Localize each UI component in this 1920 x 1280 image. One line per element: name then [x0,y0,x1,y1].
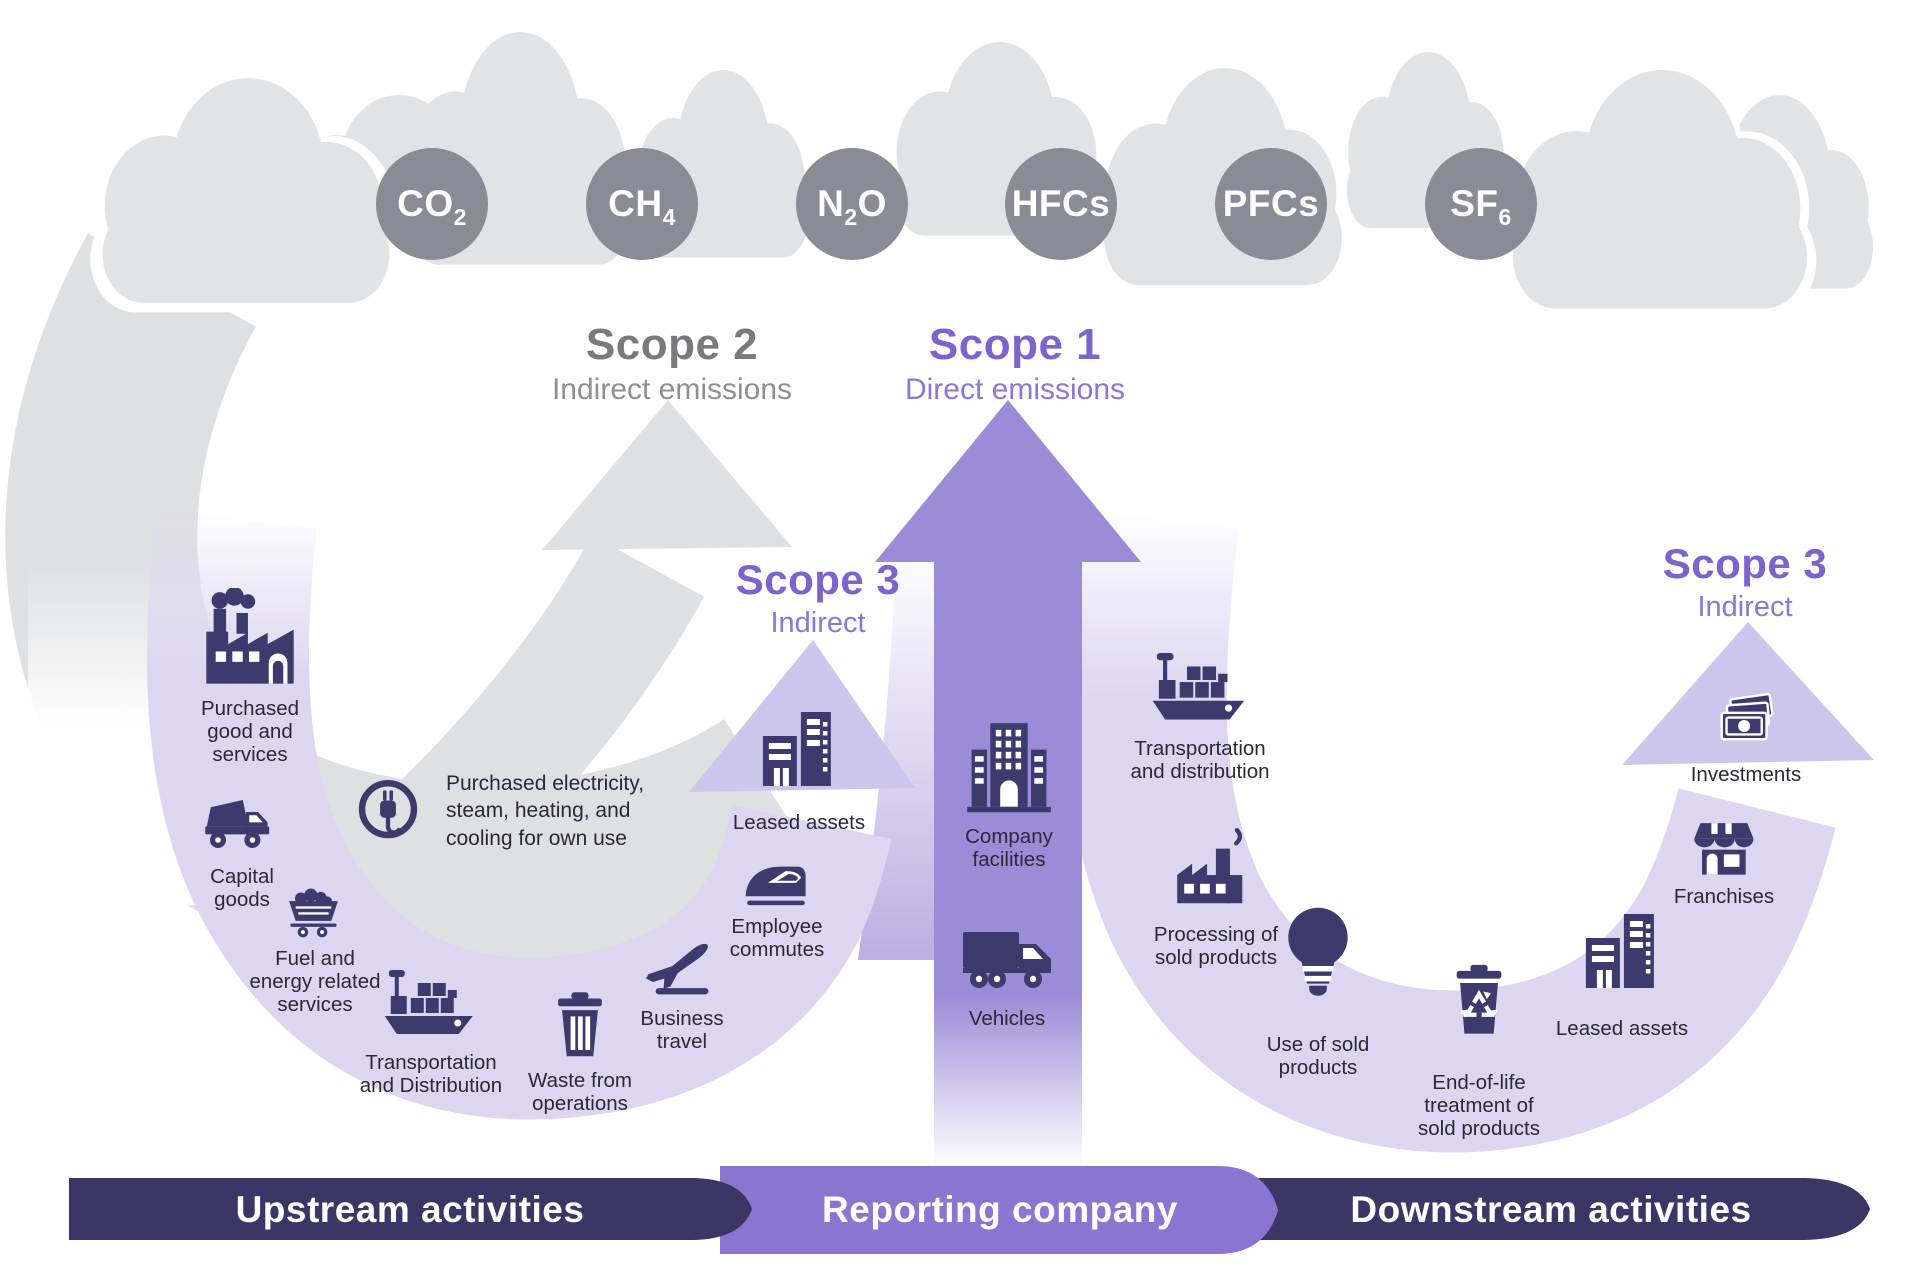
scope1-title: Scope 1 [928,320,1102,369]
scope3-upstream-heading: Scope 3 Indirect [736,556,901,640]
item-label: End-of-life treatment of sold products [1418,1071,1540,1140]
item-transportation-distribution-down: Transportation and distribution [1130,628,1270,784]
item-label: Purchased good and services [200,697,299,766]
scope2-subtitle: Indirect emissions [551,373,793,406]
item-fuel-energy: Fuel and energy related services [249,876,381,1017]
item-label: Fuel and energy related services [249,947,381,1016]
item-label: Waste from operations [527,1069,633,1115]
buildings-icon [749,698,849,798]
item-label: Business travel [640,1007,724,1053]
scope2-title: Scope 2 [585,320,759,369]
item-label: Use of sold products [1266,1033,1370,1079]
item-leased-assets-down: Leased assets [1556,900,1688,1041]
item-purchased-goods: Purchased good and services [198,588,302,767]
banner-reporting-label: Reporting company [822,1189,1178,1230]
item-label: Purchased electricity, steam, heating, a… [446,772,645,850]
scope1-arrow-shaft [934,554,1082,1168]
plug-icon [352,776,424,848]
item-vehicles: Vehicles [957,902,1057,1031]
item-use-of-sold-products: Use of sold products [1263,900,1373,1080]
scope2-arrow-shaft [357,534,705,917]
recycle-bin-icon [1436,958,1522,1044]
airplane-icon [638,916,726,1004]
item-employee-commutes: Employee commutes [729,840,825,962]
banner-upstream-label: Upstream activities [235,1189,585,1230]
truck-icon [957,902,1057,1002]
scope1-heading: Scope 1 Direct emissions [905,320,1125,407]
item-label: Transportation and Distribution [359,1051,503,1097]
item-label: Company facilities [965,825,1053,871]
storefront-icon [1685,806,1763,884]
item-waste-from-operations: Waste from operations [528,986,632,1116]
item-label: Leased assets [1555,1017,1689,1040]
item-label: Transportation and distribution [1130,737,1270,783]
item-capital-goods: Capital goods [202,780,282,912]
scope2-arrow-head [542,400,792,550]
train-icon [740,840,814,914]
gas-hfcs: HFCs [1005,148,1117,260]
gas-label: HFCs [1011,183,1111,224]
item-franchises: Franchises [1674,806,1774,909]
scope3-upstream-subtitle: Indirect [770,607,866,639]
gas-pfcs: PFCs [1215,148,1327,260]
scope3-downstream-arrow-head [1622,622,1874,765]
scope1-arrow-head [875,400,1141,562]
gas-label: N [817,183,845,224]
banner-downstream-shape [1233,1178,1870,1240]
gas-label: SF [1450,183,1499,224]
item-business-travel: Business travel [638,916,726,1054]
item-label: Leased assets [732,811,866,834]
gas-label: CH [608,183,663,224]
scope3-downstream-subtitle: Indirect [1697,591,1793,623]
trash-icon [541,986,619,1064]
item-label: Capital goods [210,865,274,911]
processing-factory-icon [1172,824,1260,912]
item-label: Vehicles [968,1007,1046,1030]
mine-cart-icon [282,876,348,942]
banknotes-icon [1706,684,1786,764]
cargo-ship-icon [381,946,481,1046]
factory-icon [198,588,302,692]
gas-label: PFCs [1222,183,1320,224]
item-label: Investments [1690,763,1802,786]
item-transportation-distribution-up: Transportation and Distribution [360,946,502,1098]
office-building-icon [954,710,1064,820]
upstream-arc [146,511,892,1120]
light-bulb-icon [1263,900,1373,1010]
cargo-ship-icon [1148,628,1252,732]
scope3-upstream-title: Scope 3 [735,556,901,603]
item-end-of-life: End-of-life treatment of sold products [1418,958,1540,1141]
item-leased-assets-up: Leased assets [733,698,865,835]
scope1-subtitle: Direct emissions [904,373,1126,406]
clouds [90,22,1874,317]
banner-reporting-shape [720,1166,1278,1254]
buildings-icon [1572,900,1672,1000]
dump-truck-icon [202,780,282,860]
item-company-facilities: Company facilities [954,710,1064,872]
scope3-downstream-heading: Scope 3 Indirect [1663,540,1828,624]
item-label: Franchises [1673,885,1775,908]
item-processing-sold-products: Processing of sold products [1154,824,1278,970]
item-purchased-electricity: Purchased electricity, steam, heating, a… [352,772,644,852]
item-label: Employee commutes [729,915,825,961]
banner-upstream-shape [69,1178,752,1240]
gas-label: CO [397,183,454,224]
scope2-heading: Scope 2 Indirect emissions [552,320,792,407]
item-label: Processing of sold products [1153,923,1279,969]
banner-downstream-label: Downstream activities [1350,1189,1752,1230]
scope3-downstream-title: Scope 3 [1662,540,1828,587]
downstream-arc [1064,510,1836,1153]
item-investments: Investments [1690,684,1802,787]
